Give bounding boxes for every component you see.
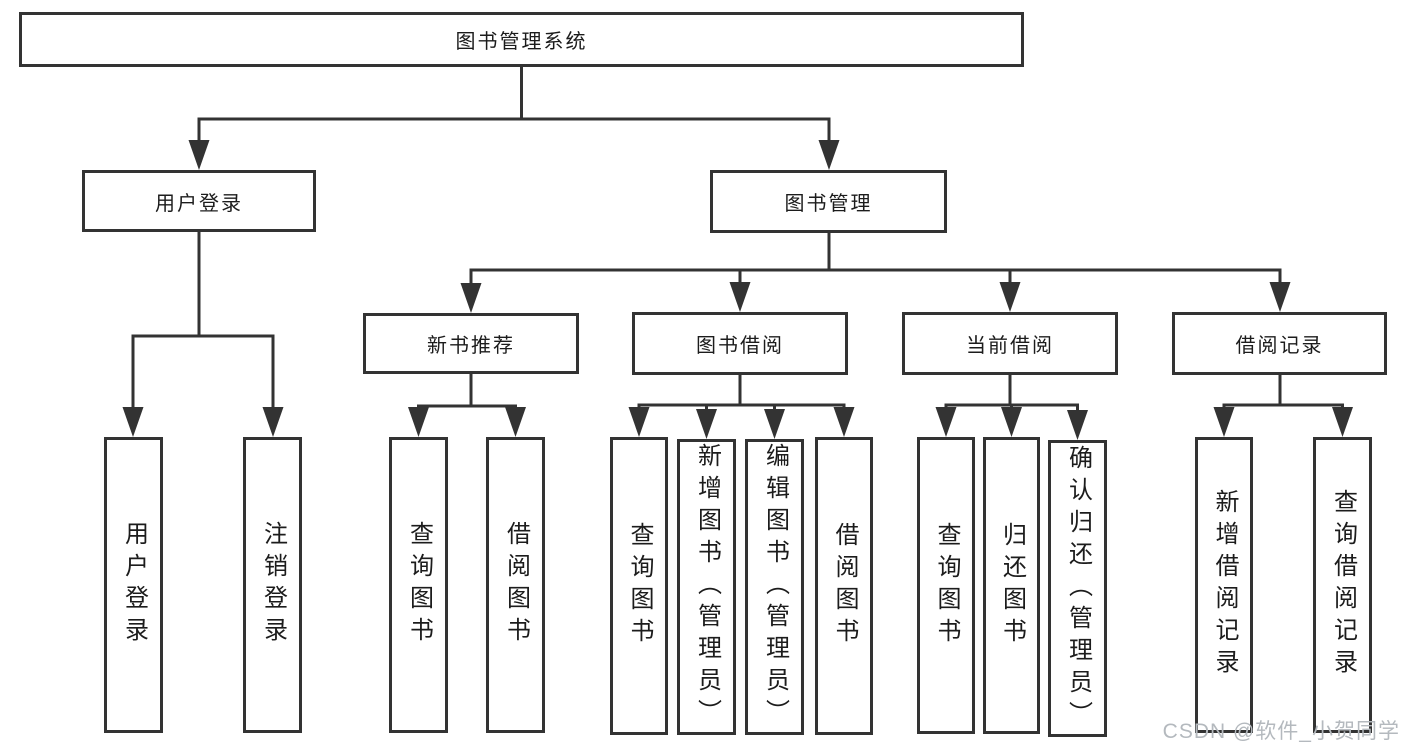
leaf-add-borrow-record: 新增借阅记录 [1195,437,1253,733]
node-borrowing-records: 借阅记录 [1172,312,1387,375]
leaf-query-borrow-record: 查询借阅记录 [1313,437,1372,733]
leaf-user-login: 用户登录 [104,437,163,733]
leaf-query-books-2: 查询图书 [610,437,668,735]
leaf-add-books-admin: 新增图书（管理员） [677,439,736,735]
leaf-confirm-return-admin: 确认归还（管理员） [1048,440,1107,737]
node-book-borrowing: 图书借阅 [632,312,848,375]
node-new-book-recommend: 新书推荐 [363,313,579,374]
node-current-borrowing: 当前借阅 [902,312,1118,375]
node-book-management: 图书管理 [710,170,947,233]
leaf-borrow-books-2: 借阅图书 [815,437,873,735]
watermark: CSDN @软件_小贺同学 [1162,720,1400,743]
leaf-return-books: 归还图书 [983,437,1040,734]
leaf-edit-books-admin: 编辑图书（管理员） [745,439,804,735]
node-user-login: 用户登录 [82,170,316,232]
leaf-borrow-books-1: 借阅图书 [486,437,545,733]
leaf-query-books-1: 查询图书 [389,437,448,733]
node-root: 图书管理系统 [19,12,1024,67]
leaf-query-books-3: 查询图书 [917,437,975,734]
arrowheads [122,140,1353,440]
leaf-logout: 注销登录 [243,437,302,733]
